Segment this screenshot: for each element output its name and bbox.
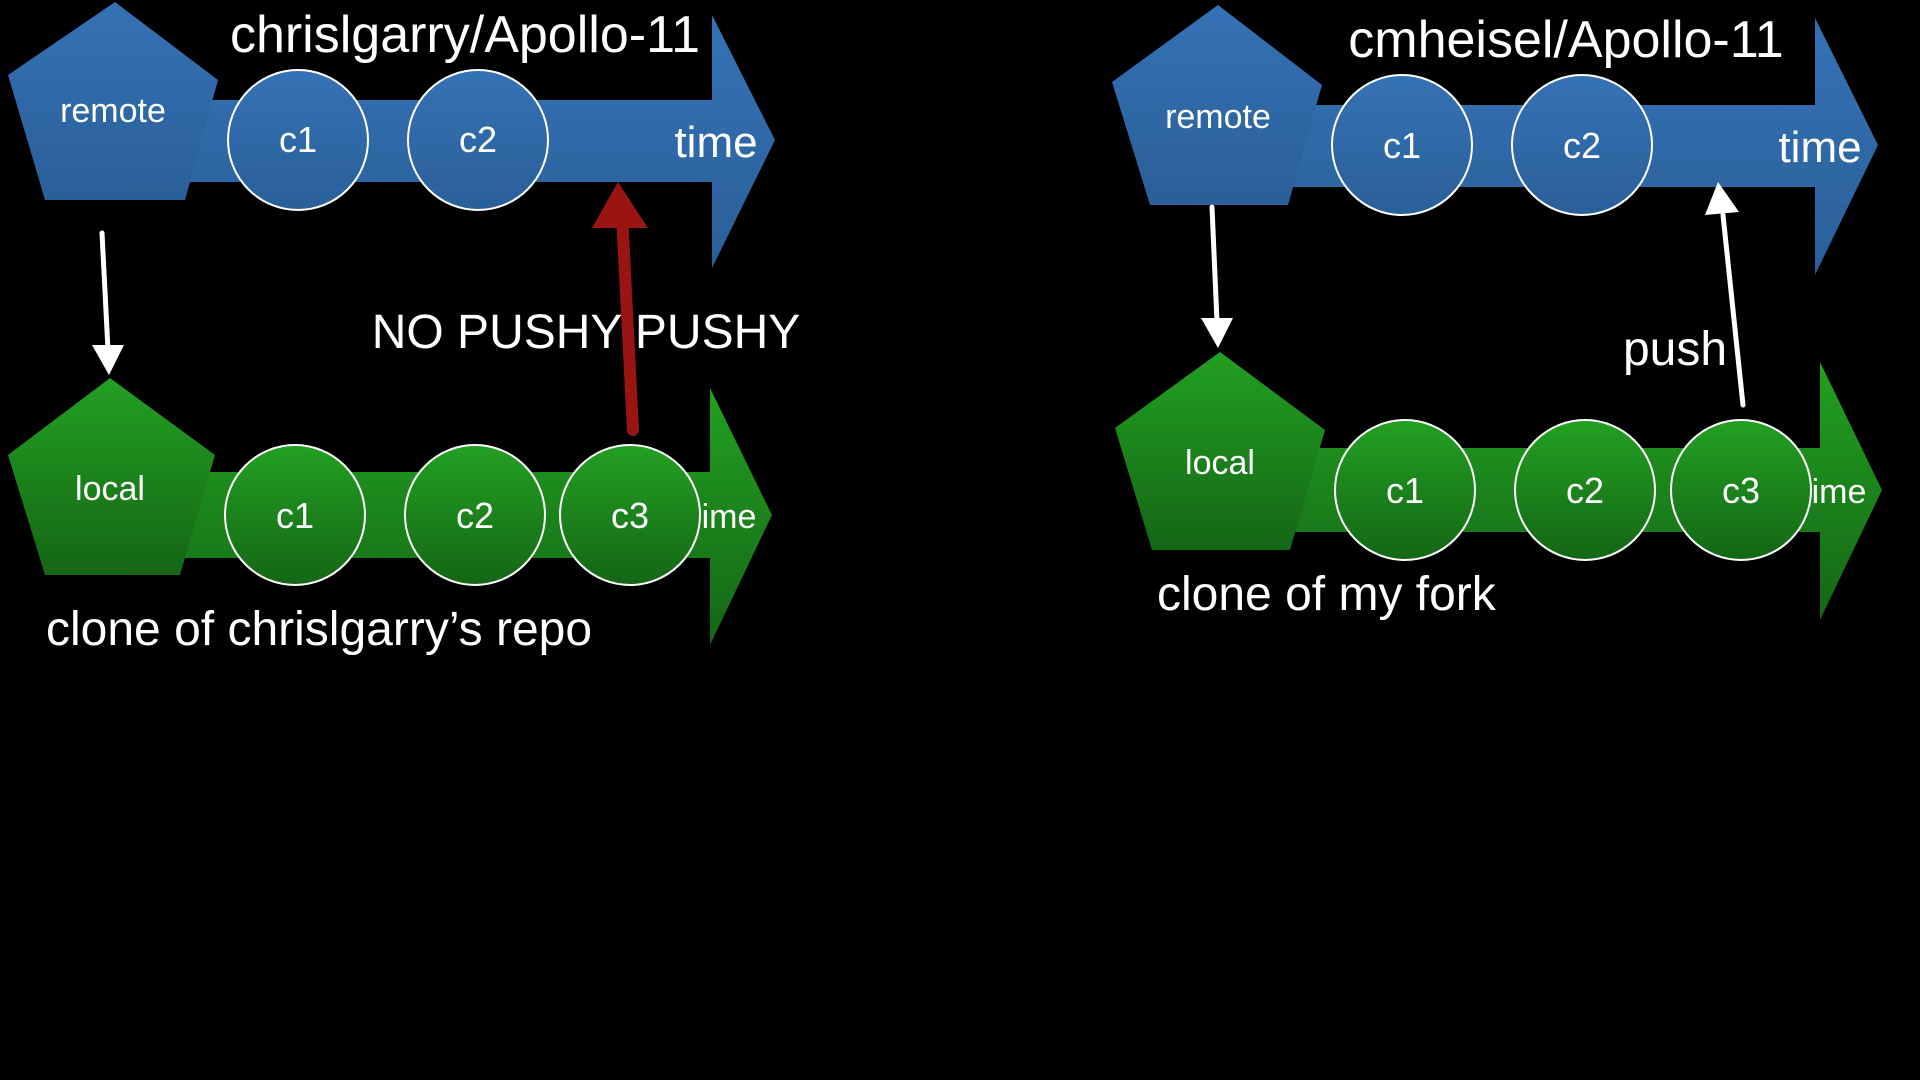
- left-remote-repo-title: chrislgarry/Apollo-11: [230, 6, 700, 64]
- right-remote-label: remote: [1165, 98, 1271, 136]
- right-remote-timeline: remote c1 c2 time cmheisel/Apollo-11: [1112, 5, 1878, 275]
- left-push-note: NO PUSHY PUSHY: [372, 306, 801, 359]
- left-caption: clone of chrislgarry’s repo: [46, 603, 592, 656]
- right-push-note: push: [1623, 323, 1727, 376]
- right-remote-commit-c2: [1511, 74, 1653, 216]
- right-local-commit-c2: [1514, 419, 1656, 561]
- right-local-commit-c3: [1670, 419, 1812, 561]
- left-blocked-push-arrow: [592, 182, 648, 436]
- right-remote-time-label: time: [1778, 123, 1861, 172]
- right-local-pentagon: [1115, 352, 1325, 550]
- right-remote-repo-title: cmheisel/Apollo-11: [1348, 11, 1783, 69]
- right-caption: clone of my fork: [1157, 568, 1497, 621]
- right-local-commit-c1-label: c1: [1386, 470, 1424, 511]
- left-remote-commit-c2-label: c2: [459, 119, 497, 160]
- right-clone-arrow: [1201, 204, 1233, 348]
- right-remote-commit-c1-label: c1: [1383, 125, 1421, 166]
- right-local-timeline: local c1 c2 c3 ime clone of my fork: [1115, 352, 1882, 621]
- left-local-commit-c1-label: c1: [276, 495, 314, 536]
- left-panel: remote c1 c2 time chrislgarry/Apollo-11 …: [8, 2, 800, 656]
- right-push-arrow: [1705, 182, 1746, 408]
- left-remote-label: remote: [60, 92, 166, 130]
- right-remote-pentagon: [1112, 5, 1322, 205]
- left-local-commit-c2: [404, 444, 546, 586]
- left-remote-time-label: time: [674, 118, 757, 167]
- left-local-timeline: local c1 c2 c3 ime clone of chrislgarry’…: [8, 378, 772, 656]
- left-remote-commit-c1-label: c1: [279, 119, 317, 160]
- left-local-time-label: ime: [702, 498, 757, 536]
- left-local-label: local: [75, 470, 145, 508]
- right-local-label: local: [1185, 444, 1255, 482]
- right-remote-commit-c1: [1331, 74, 1473, 216]
- left-clone-arrow: [92, 230, 124, 375]
- left-remote-pentagon: [8, 2, 218, 200]
- left-remote-commit-c2: [407, 69, 549, 211]
- right-local-commit-c3-label: c3: [1722, 470, 1760, 511]
- right-panel: remote c1 c2 time cmheisel/Apollo-11 loc…: [1112, 5, 1882, 621]
- left-local-commit-c3: [559, 444, 701, 586]
- right-local-time-label: ime: [1812, 473, 1867, 511]
- left-remote-commit-c1: [227, 69, 369, 211]
- left-local-commit-c1: [224, 444, 366, 586]
- left-local-commit-c2-label: c2: [456, 495, 494, 536]
- right-local-commit-c1: [1334, 419, 1476, 561]
- left-remote-timeline: remote c1 c2 time chrislgarry/Apollo-11: [8, 2, 775, 268]
- left-local-commit-c3-label: c3: [611, 495, 649, 536]
- left-local-pentagon: [8, 378, 215, 575]
- right-local-commit-c2-label: c2: [1566, 470, 1604, 511]
- right-remote-commit-c2-label: c2: [1563, 125, 1601, 166]
